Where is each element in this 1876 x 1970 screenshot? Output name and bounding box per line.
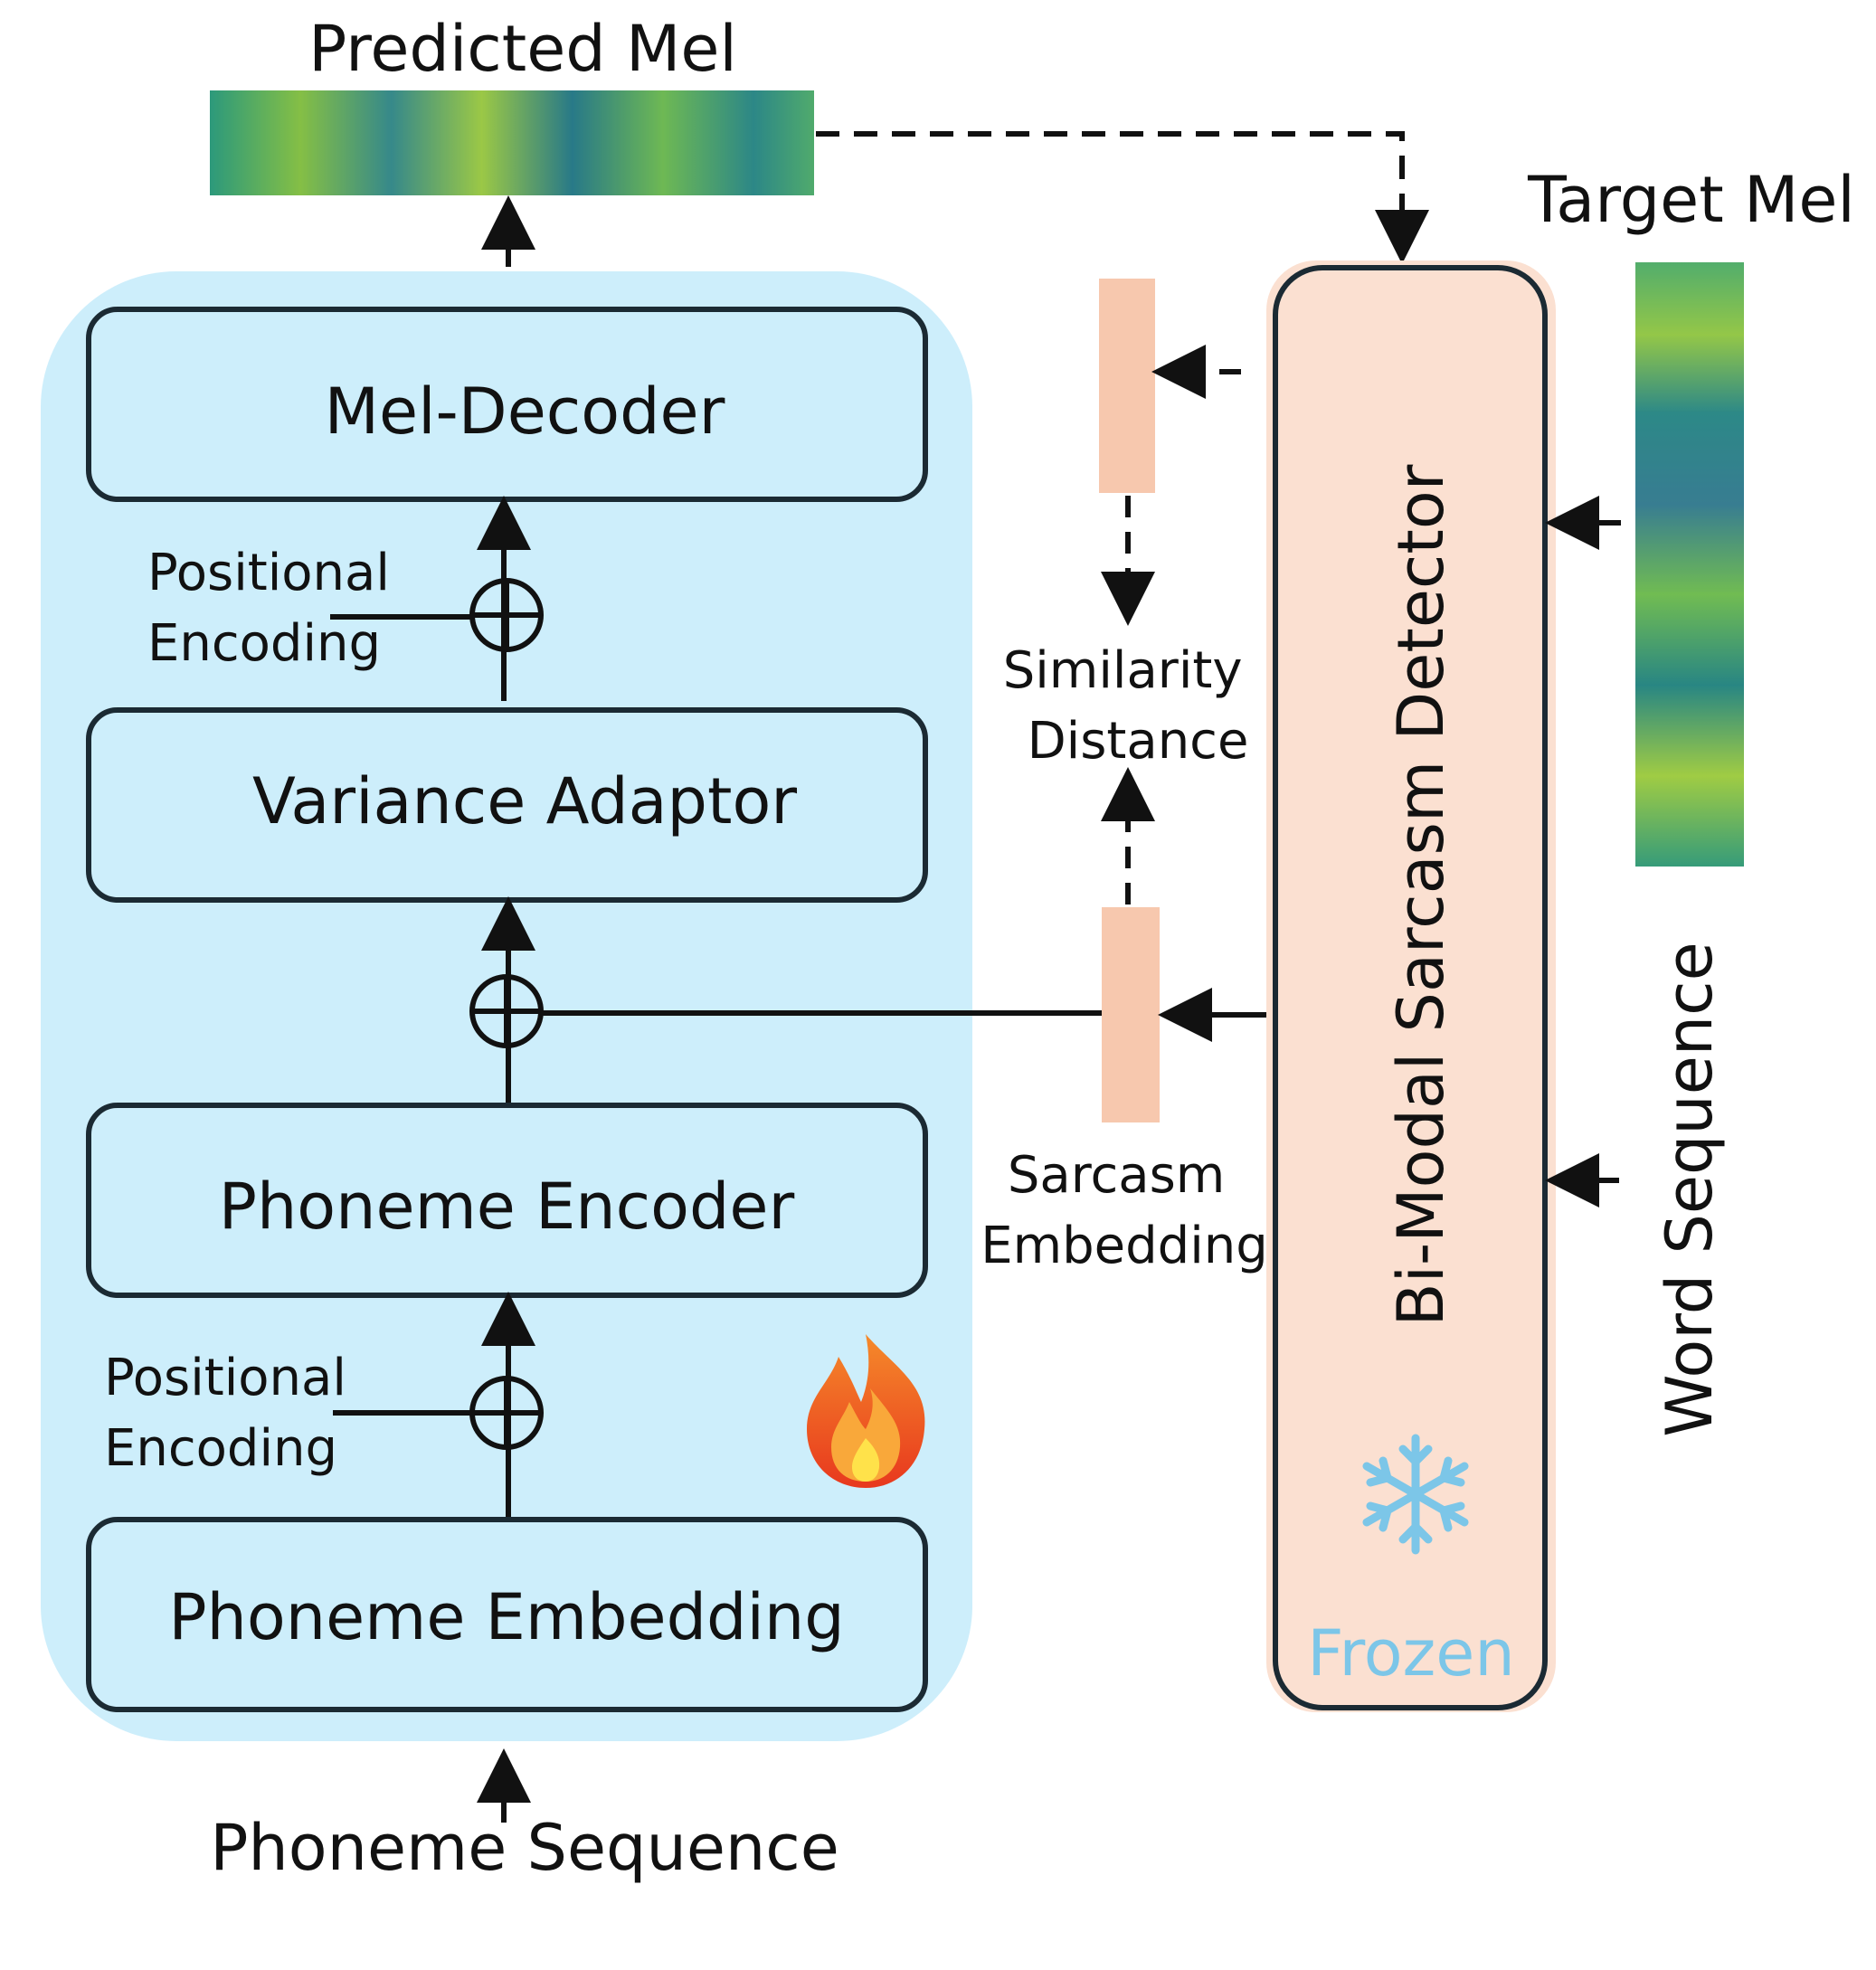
positional-encoding-label-bottom: Positional Encoding [104, 1349, 363, 1478]
predicted-mel-to-detector-dashed [816, 131, 1429, 264]
target-mel-title: Target Mel [1527, 163, 1855, 237]
positional-encoding-add-bottom [469, 1376, 544, 1450]
mel-decoder-label: Mel-Decoder [325, 374, 725, 449]
phoneme-embedding-block [86, 1517, 928, 1712]
phoneme-encoder-label: Phoneme Encoder [219, 1170, 795, 1244]
predicted-mel-spectrogram [210, 90, 814, 195]
variance-adaptor-label: Variance Adaptor [252, 764, 797, 838]
positional-encoding-label-top: Positional Encoding [147, 544, 406, 673]
predicted-mel-title: Predicted Mel [308, 12, 737, 86]
snowflake-icon [1362, 1434, 1469, 1555]
similarity-distance-label: Similarity Distance [1003, 641, 1259, 771]
sarcasm-embedding-label: Sarcasm Embedding [981, 1146, 1268, 1275]
word-sequence-label: Word Sequence [1653, 942, 1727, 1436]
phoneme-embedding-label: Phoneme Embedding [168, 1580, 844, 1654]
target-sarcasm-embedding [1099, 279, 1155, 493]
sarcasm-embedding-add [469, 974, 544, 1048]
sarcasm-detector-block [1273, 265, 1548, 1710]
sarcasm-detector-label: Bi-Modal Sarcasm Detector [1384, 464, 1458, 1326]
sarcasm-embedding-bar [1102, 907, 1160, 1122]
target-mel-spectrogram [1635, 262, 1744, 867]
positional-encoding-add-top [469, 578, 544, 652]
phoneme-sequence-label: Phoneme Sequence [210, 1811, 839, 1885]
fire-icon [807, 1334, 925, 1488]
frozen-label: Frozen [1307, 1616, 1514, 1691]
